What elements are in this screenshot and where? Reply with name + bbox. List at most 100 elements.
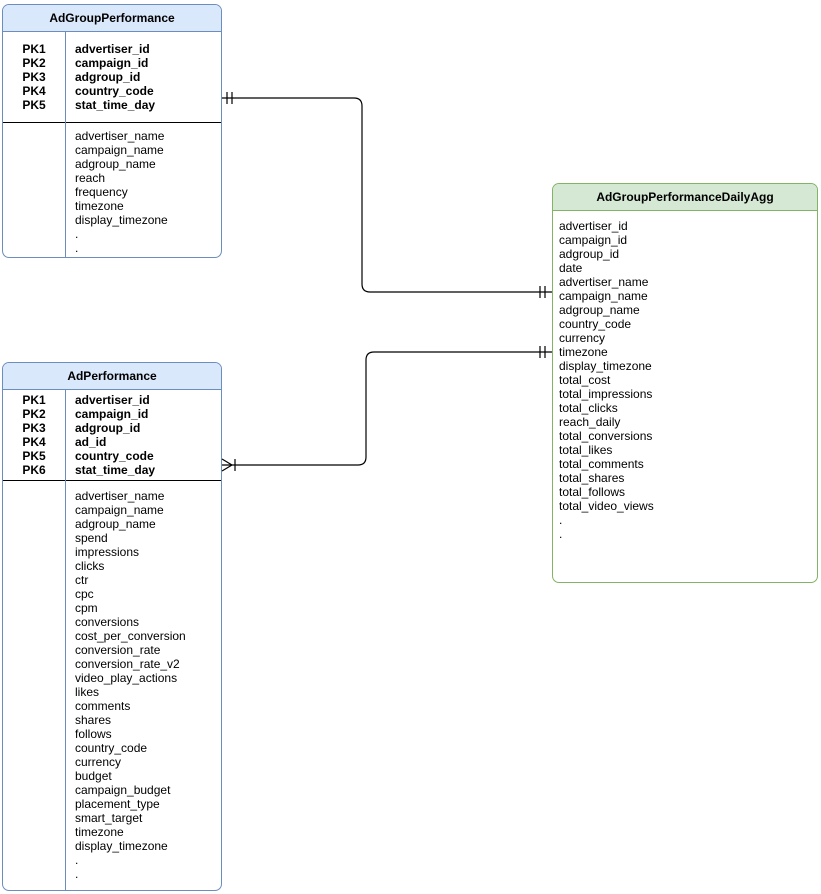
field-row: display_timezone [75, 213, 168, 227]
field-row: impressions [75, 545, 140, 559]
field-row: campaign_name [559, 289, 648, 303]
field-row: conversion_rate_v2 [75, 657, 180, 671]
cardinality-marker-one-and-only-one [539, 286, 546, 298]
pk-label: PK4 [22, 435, 46, 449]
field-row: . [75, 227, 79, 241]
primary-key-row: PK4 country_code [3, 84, 221, 98]
field-row: reach [75, 171, 106, 185]
cardinality-marker-one-and-only-one [226, 92, 233, 104]
pk-label: PK4 [22, 84, 46, 98]
pk-field-name: adgroup_id [75, 70, 141, 84]
field-row: timezone [75, 825, 124, 839]
field-row: total_shares [559, 471, 625, 485]
field-row: currency [75, 755, 122, 769]
entity-title: AdGroupPerformance [3, 5, 221, 32]
pk-label: PK3 [22, 421, 46, 435]
primary-key-row: PK1 advertiser_id [3, 42, 221, 56]
field-row: total_video_views [559, 499, 654, 513]
field-row: display_timezone [75, 839, 168, 853]
primary-key-row: PK4 ad_id [3, 435, 221, 449]
cardinality-marker-one-and-only-one [539, 346, 546, 358]
field-row: advertiser_name [75, 129, 165, 143]
field-row: total_conversions [559, 429, 653, 443]
field-row: country_code [559, 317, 632, 331]
field-row: conversions [75, 615, 140, 629]
field-row: adgroup_name [75, 517, 156, 531]
field-row: video_play_actions [75, 671, 178, 685]
entity-title: AdPerformance [3, 363, 221, 390]
pk-label: PK6 [22, 463, 46, 477]
pk-fields-divider [3, 480, 221, 481]
pk-field-name: campaign_id [75, 56, 149, 70]
field-row: . [75, 867, 79, 881]
primary-key-row: PK6 stat_time_day [3, 463, 221, 477]
field-row: comments [75, 699, 131, 713]
field-row: timezone [559, 345, 608, 359]
field-row: campaign_name [75, 143, 164, 157]
pk-field-name: stat_time_day [75, 98, 156, 112]
field-row: country_code [75, 741, 148, 755]
field-row: . [75, 853, 79, 867]
pk-field-name: advertiser_id [75, 42, 150, 56]
pk-column-divider [65, 390, 66, 890]
pk-column-divider [65, 32, 66, 257]
primary-key-row: PK3 adgroup_id [3, 421, 221, 435]
pk-field-name: stat_time_day [75, 463, 156, 477]
field-row: cpc [75, 587, 94, 601]
field-row: total_cost [559, 373, 611, 387]
relationship-line [222, 351, 552, 466]
field-row: total_impressions [559, 387, 653, 401]
pk-label: PK2 [22, 56, 46, 70]
cardinality-marker-one-or-many [221, 458, 236, 472]
field-row: shares [75, 713, 112, 727]
field-row: spend [75, 531, 108, 545]
field-row: smart_target [75, 811, 143, 825]
pk-field-name: ad_id [75, 435, 107, 449]
field-row: . [75, 241, 79, 255]
field-row: cpm [75, 601, 98, 615]
primary-key-row: PK2 campaign_id [3, 56, 221, 70]
field-row: currency [559, 331, 606, 345]
field-row: campaign_name [75, 503, 164, 517]
field-row: advertiser_id [559, 219, 628, 233]
pk-label: PK1 [22, 42, 46, 56]
field-row: timezone [75, 199, 124, 213]
relationship-line [222, 97, 552, 293]
pk-field-name: country_code [75, 449, 154, 463]
primary-key-row: PK3 adgroup_id [3, 70, 221, 84]
field-row: reach_daily [559, 415, 621, 429]
relationship-AdGroupPerformance-to-AdGroupPerformanceDailyAgg [222, 92, 552, 298]
field-row: campaign_id [559, 233, 628, 247]
field-row: frequency [75, 185, 128, 199]
pk-field-name: advertiser_id [75, 393, 150, 407]
field-row: advertiser_name [75, 489, 165, 503]
field-row: ctr [75, 573, 89, 587]
field-row: likes [75, 685, 100, 699]
pk-label: PK3 [22, 70, 46, 84]
field-row: advertiser_name [559, 275, 649, 289]
field-row: placement_type [75, 797, 160, 811]
field-row: total_likes [559, 443, 613, 457]
field-row: adgroup_name [75, 157, 156, 171]
field-row: campaign_budget [75, 783, 171, 797]
field-row: . [559, 527, 563, 541]
field-row: total_clicks [559, 401, 618, 415]
pk-label: PK1 [22, 393, 46, 407]
entity-title: AdGroupPerformanceDailyAgg [553, 184, 817, 211]
field-row: follows [75, 727, 112, 741]
pk-label: PK2 [22, 407, 46, 421]
pk-fields-divider [3, 122, 221, 123]
pk-field-name: country_code [75, 84, 154, 98]
field-row: display_timezone [559, 359, 652, 373]
field-row: total_comments [559, 457, 644, 471]
pk-field-name: adgroup_id [75, 421, 141, 435]
